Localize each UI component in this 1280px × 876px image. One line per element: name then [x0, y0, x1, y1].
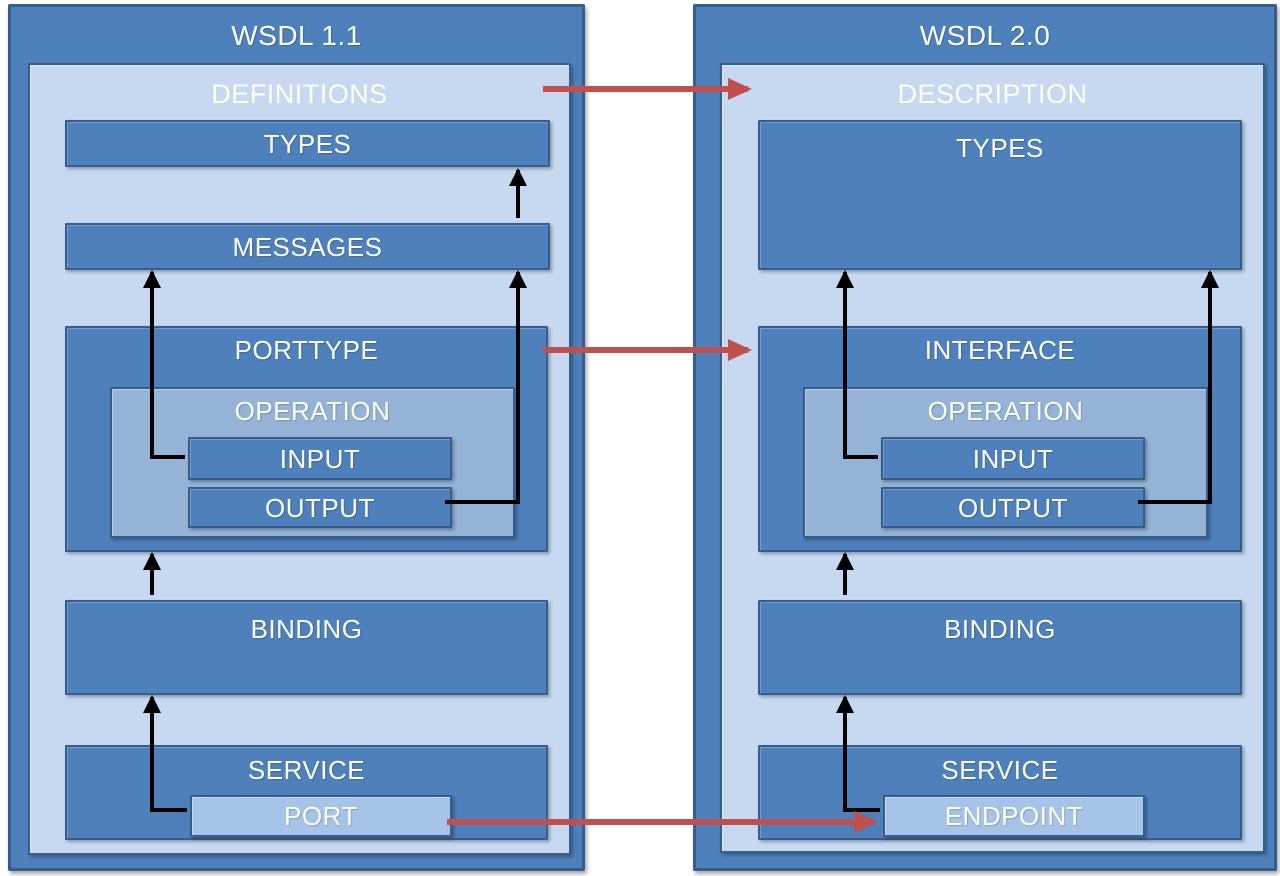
wsdl20-binding-label: BINDING — [944, 614, 1056, 644]
wsdl11-input-box: INPUT — [188, 437, 452, 480]
wsdl11-binding-box: BINDING — [65, 600, 548, 695]
wsdl11-title: WSDL 1.1 — [231, 20, 362, 51]
description-label: DESCRIPTION — [897, 79, 1088, 109]
wsdl20-binding-box: BINDING — [758, 600, 1242, 695]
wsdl11-input-label: INPUT — [279, 443, 361, 474]
wsdl11-output-box: OUTPUT — [188, 487, 452, 528]
wsdl20-service-label: SERVICE — [941, 755, 1059, 785]
wsdl11-port-label: PORT — [284, 801, 358, 831]
wsdl20-output-label: OUTPUT — [958, 492, 1068, 523]
wsdl20-panel: WSDL 2.0 DESCRIPTION TYPES INTERFACE OPE… — [693, 4, 1277, 871]
wsdl11-messages-box: MESSAGES — [65, 223, 550, 270]
description-box: DESCRIPTION TYPES INTERFACE OPERATION IN… — [720, 63, 1265, 853]
definitions-label: DEFINITIONS — [211, 79, 388, 109]
wsdl11-port-box: PORT — [190, 795, 452, 837]
wsdl20-endpoint-box: ENDPOINT — [883, 795, 1145, 837]
wsdl20-output-box: OUTPUT — [881, 487, 1145, 528]
wsdl11-messages-label: MESSAGES — [232, 231, 383, 262]
wsdl20-operation-label: OPERATION — [927, 396, 1084, 426]
wsdl20-input-label: INPUT — [972, 443, 1054, 474]
wsdl11-operation-label: OPERATION — [234, 396, 391, 426]
wsdl11-binding-label: BINDING — [250, 614, 363, 644]
wsdl20-input-box: INPUT — [881, 437, 1145, 480]
wsdl11-panel: WSDL 1.1 DEFINITIONS TYPES MESSAGES PORT… — [8, 4, 585, 871]
wsdl11-output-label: OUTPUT — [265, 492, 375, 523]
wsdl11-service-label: SERVICE — [247, 755, 366, 785]
definitions-box: DEFINITIONS TYPES MESSAGES PORTTYPE OPER… — [28, 63, 571, 855]
wsdl20-types-box: TYPES — [758, 120, 1242, 270]
wsdl20-types-label: TYPES — [956, 133, 1044, 163]
wsdl11-types-label: TYPES — [263, 128, 352, 159]
wsdl20-title: WSDL 2.0 — [919, 20, 1051, 51]
wsdl11-porttype-label: PORTTYPE — [234, 335, 379, 365]
wsdl11-types-box: TYPES — [65, 120, 550, 167]
wsdl20-endpoint-label: ENDPOINT — [944, 801, 1084, 831]
wsdl20-interface-label: INTERFACE — [924, 335, 1076, 365]
